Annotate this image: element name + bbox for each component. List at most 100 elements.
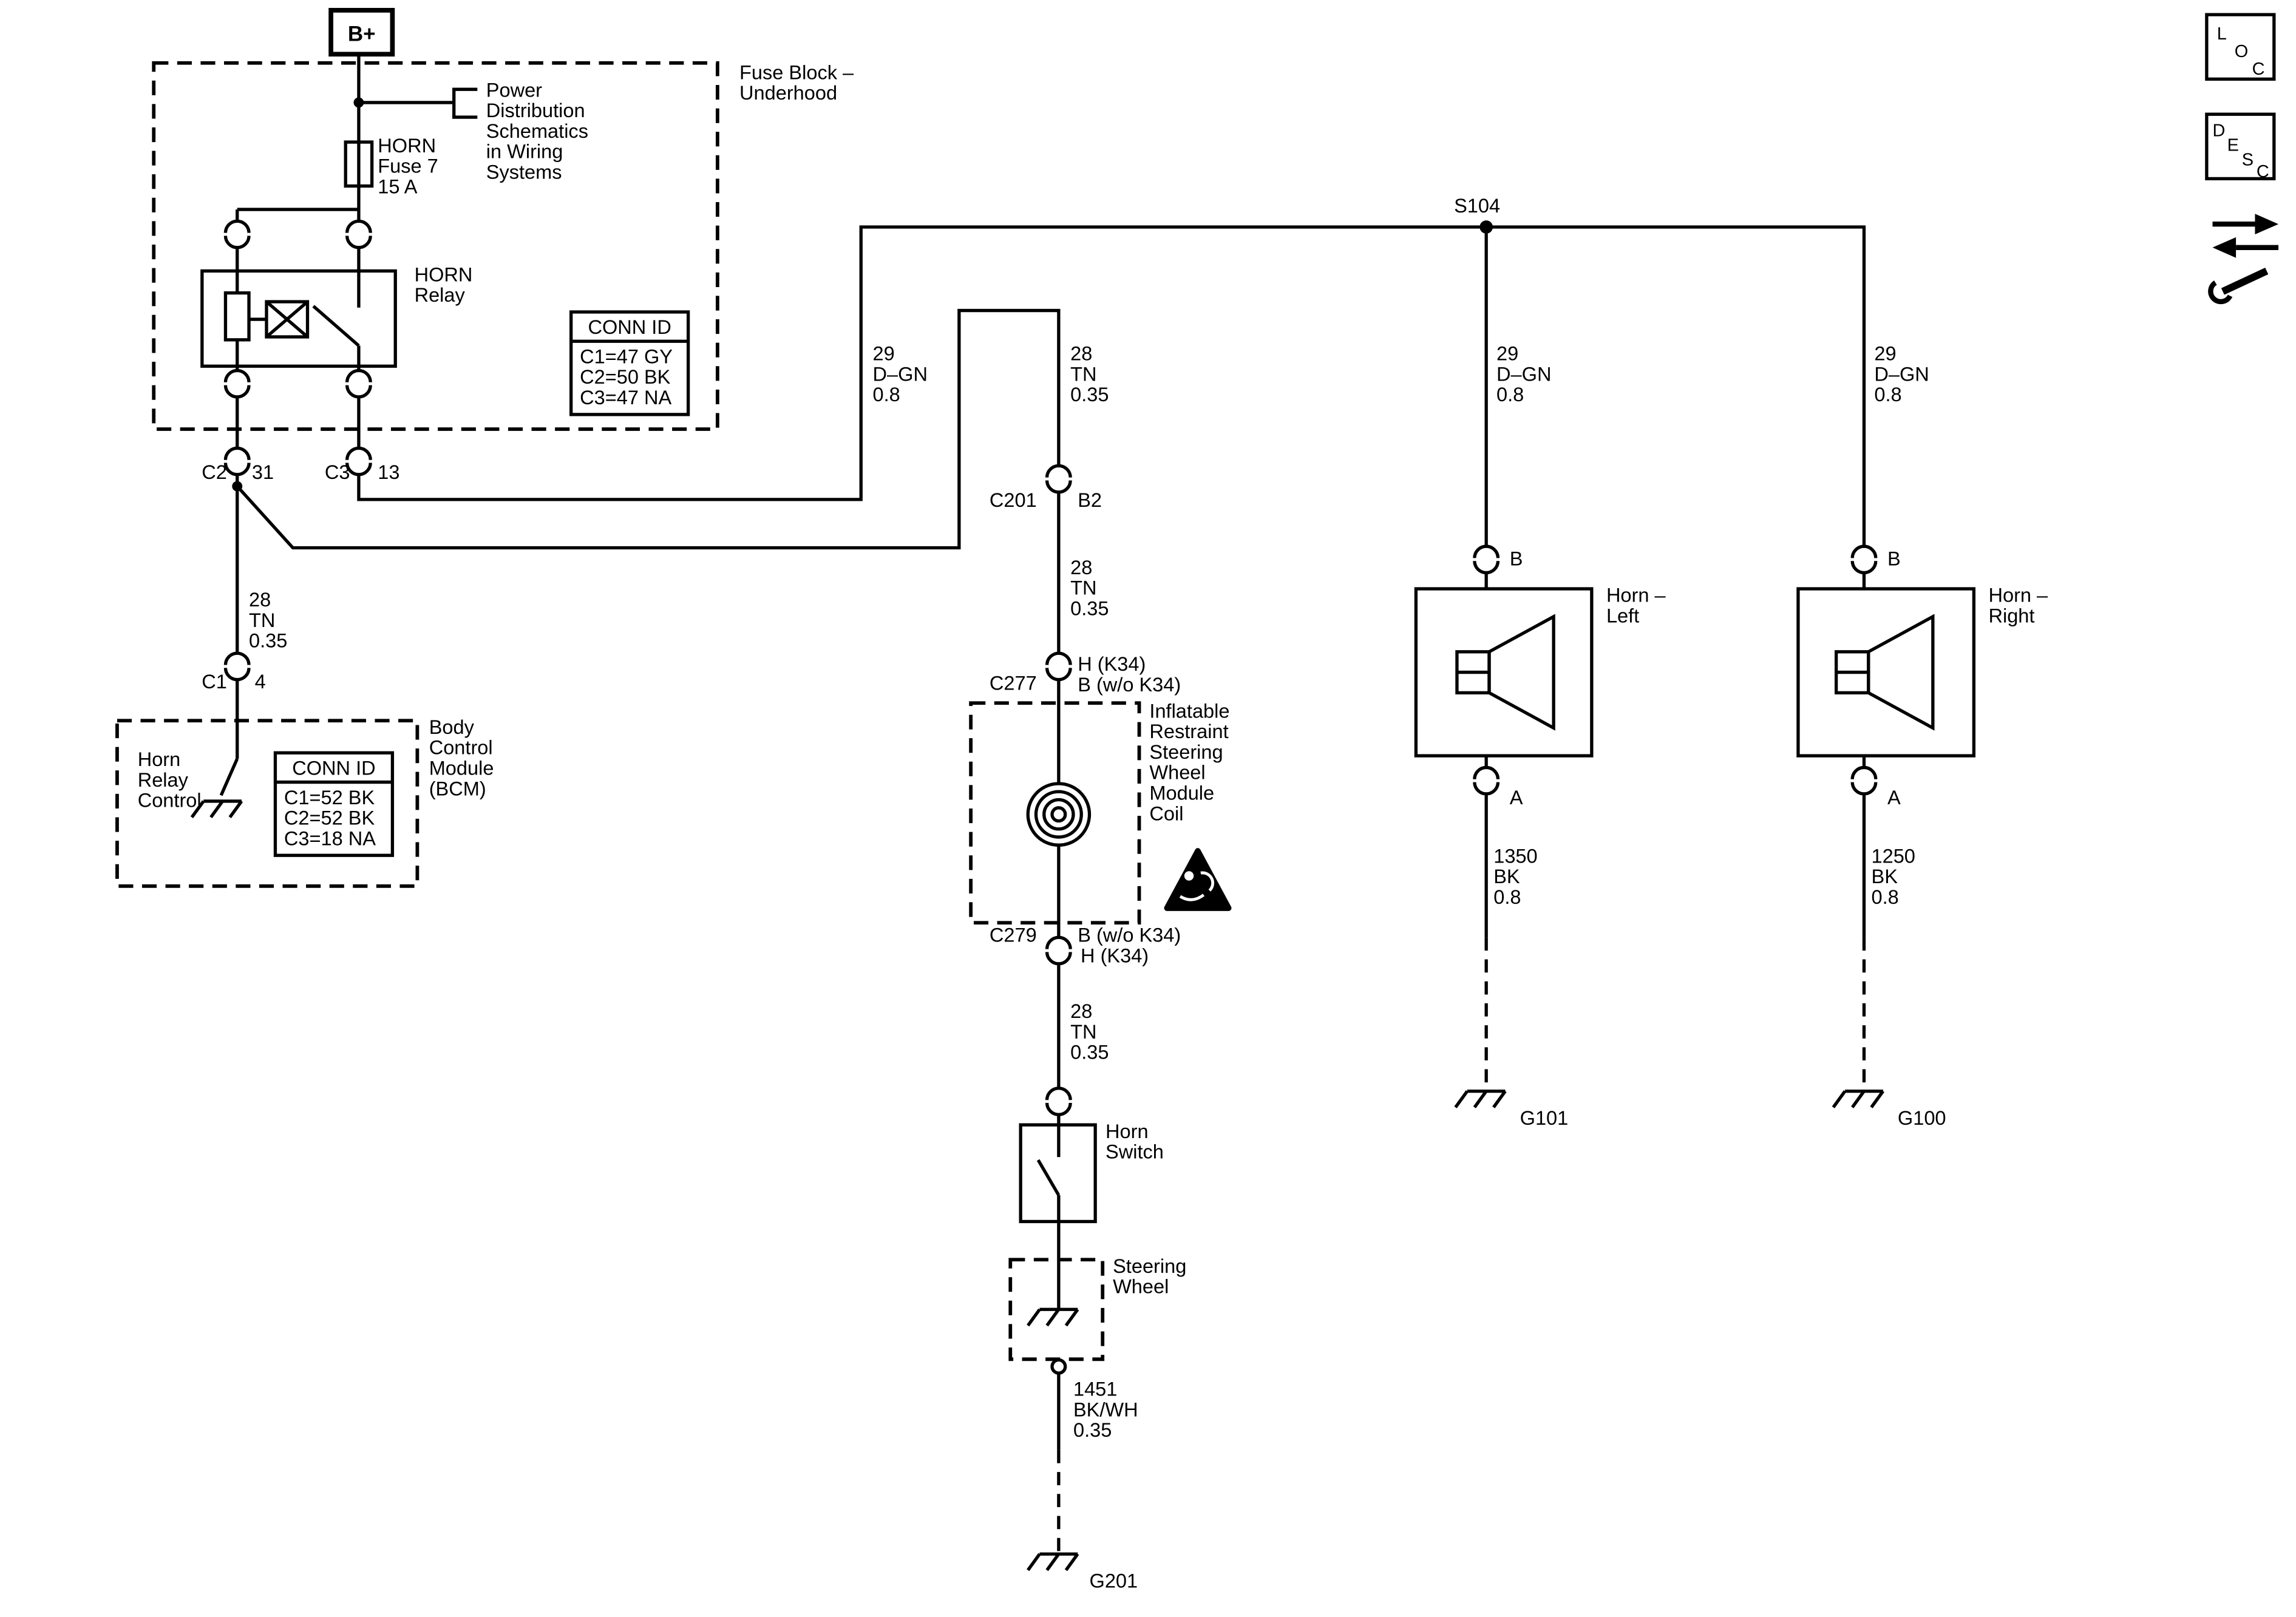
wire-dgn-left-label: D–GN <box>1496 363 1551 385</box>
wire-bkwh-label: 1451 <box>1073 1378 1117 1400</box>
bcm-internal-ground-icon <box>190 799 243 819</box>
power-dist-label: Schematics <box>486 120 588 142</box>
steering-wheel-label: Steering <box>1113 1255 1186 1277</box>
sir-coil-title: Inflatable <box>1149 700 1229 722</box>
horn-left-title: Left <box>1606 605 1639 627</box>
sir-coil-title: Coil <box>1149 802 1183 824</box>
g101-ground-icon <box>1454 1090 1507 1108</box>
wire-dgn-main-label: 29 <box>873 343 895 365</box>
off-page-reference-icon <box>452 87 478 119</box>
wire-tn-upper-label: 0.35 <box>1070 384 1109 405</box>
wire-bkwh-label: BK/WH <box>1073 1398 1138 1420</box>
loc-button-box[interactable] <box>2205 13 2276 81</box>
wire-tn-mid-label: 0.35 <box>1070 597 1109 619</box>
desc-button[interactable]: D E S C <box>2205 112 2276 181</box>
wire-tn-left-label: 28 <box>249 589 271 611</box>
battery-terminal-label: B+ <box>348 22 376 46</box>
wire-tn-mid-label: 28 <box>1070 557 1092 578</box>
relay-switch-symbol <box>312 271 361 367</box>
wrench-icon <box>2221 267 2269 295</box>
c3-pin-label: 13 <box>378 461 399 483</box>
c1-label: C1 <box>202 671 227 693</box>
fuse-block-conn-id-table: CONN ID C1=47 GY C2=50 BK C3=47 NA <box>569 310 690 416</box>
horn-relay-box <box>200 269 397 368</box>
desc-letter: D <box>2213 121 2226 140</box>
wire-tn-lower-label: 28 <box>1070 1000 1092 1022</box>
sir-warning-icon <box>1164 848 1232 911</box>
conn-id-row: C2=52 BK <box>284 807 375 829</box>
quick-link-button[interactable] <box>2208 214 2279 305</box>
c3-label: C3 <box>325 461 350 483</box>
horn-right-pin-a-label: A <box>1887 787 1901 808</box>
wire-dgn-left-label: 29 <box>1496 343 1518 365</box>
wire-tn-upper-label: TN <box>1070 363 1096 385</box>
horn-left-pin-b-label: B <box>1510 547 1523 569</box>
horn-relay-control-label: Horn <box>138 748 181 770</box>
loc-button[interactable]: L O C <box>2205 13 2276 81</box>
fuse-block-title: Fuse Block – <box>739 61 854 83</box>
wire-bkwh-label: 0.35 <box>1073 1419 1112 1441</box>
c1-pin-label: 4 <box>255 671 266 693</box>
g100-ground-icon <box>1832 1090 1884 1108</box>
horn-relay-label: Relay <box>415 284 466 306</box>
corner-toolbar: L O C D E S C <box>2205 13 2279 305</box>
c277-pin-bottom-label: B (w/o K34) <box>1078 674 1181 696</box>
sir-coil-title: Steering <box>1149 741 1223 763</box>
c277-pin-top-label: H (K34) <box>1078 653 1146 675</box>
inline-connector-icon <box>1045 1086 1072 1116</box>
desc-button-box[interactable] <box>2205 112 2276 181</box>
relay-coil-symbol <box>223 291 251 342</box>
arrow-right-head <box>2255 214 2279 235</box>
wire-battery-feed <box>236 54 361 222</box>
conn-id-table-border <box>273 751 395 857</box>
relay-lower-connector-icon <box>345 368 372 399</box>
horn-relay-label: HORN <box>415 263 473 285</box>
wire-relay-terminals <box>236 247 361 371</box>
warning-airbag <box>1200 871 1215 892</box>
steering-ground-icon <box>1027 1307 1079 1327</box>
horn-right-branch: 29 D–GN 0.8 B Horn – Right A 1250 BK 0.8… <box>1796 343 2048 1129</box>
relay-terminal-connector-icon <box>345 219 372 249</box>
wire-tn-lower-label: 0.35 <box>1070 1042 1109 1063</box>
power-dist-label: Systems <box>486 161 562 183</box>
horn-switch-label: Horn <box>1106 1120 1149 1142</box>
g101-label: G101 <box>1520 1107 1569 1129</box>
conn-id-table-border <box>569 310 690 416</box>
c2-pin-label: 31 <box>252 461 274 483</box>
wire-dgn-right-label: 29 <box>1874 343 1896 365</box>
wire-dgn-right-label: D–GN <box>1874 363 1929 385</box>
c279-pin-top-label: B (w/o K34) <box>1078 924 1181 946</box>
wire-dgn-right-label: 0.8 <box>1874 384 1901 405</box>
wire-c3-to-s104 <box>357 225 1866 547</box>
arrow-left-head <box>2212 237 2237 258</box>
wire-bk-right-label: 0.8 <box>1872 886 1899 908</box>
wire-dgn-main-label: D–GN <box>873 363 928 385</box>
c277-connector-icon <box>1045 651 1072 682</box>
fuse-block-underhood: Fuse Block – Underhood HORN Fuse 7 15 A … <box>152 61 854 431</box>
c2-label: C2 <box>202 461 227 483</box>
conn-id-header: CONN ID <box>588 316 671 338</box>
power-dist-label: Distribution <box>486 100 585 121</box>
sir-coil-boundary <box>969 701 1141 925</box>
wire-dgn-left-label: 0.8 <box>1496 384 1524 405</box>
g201-ground-icon <box>1027 1552 1079 1571</box>
horn-right-box <box>1796 587 1976 758</box>
bcm-title: Module <box>429 757 494 779</box>
c201-label: C201 <box>990 489 1037 511</box>
relay-driver-x <box>265 300 309 339</box>
coil-ring <box>1050 806 1067 823</box>
horn-right-b-connector-icon <box>1850 544 1878 575</box>
c2-connector-icon <box>223 446 251 476</box>
fuse-block-connectors: C2 31 C3 13 <box>202 396 399 483</box>
horn-right-trumpet-symbol <box>1867 614 1935 731</box>
horn-fuse-label: 15 A <box>378 176 417 198</box>
wire-runs: S104 29 D–GN 0.8 28 TN 0.35 28 TN 0.35 <box>232 195 1866 721</box>
horn-left-a-connector-icon <box>1473 765 1500 796</box>
horn-right-pin-b-label: B <box>1887 547 1901 569</box>
horn-left-title: Horn – <box>1606 585 1666 606</box>
steering-wheel-label: Wheel <box>1113 1276 1169 1298</box>
wrench-jaw <box>2208 280 2233 305</box>
warning-figure-body <box>1179 893 1205 901</box>
clockspring-coil-symbol <box>1026 782 1092 847</box>
